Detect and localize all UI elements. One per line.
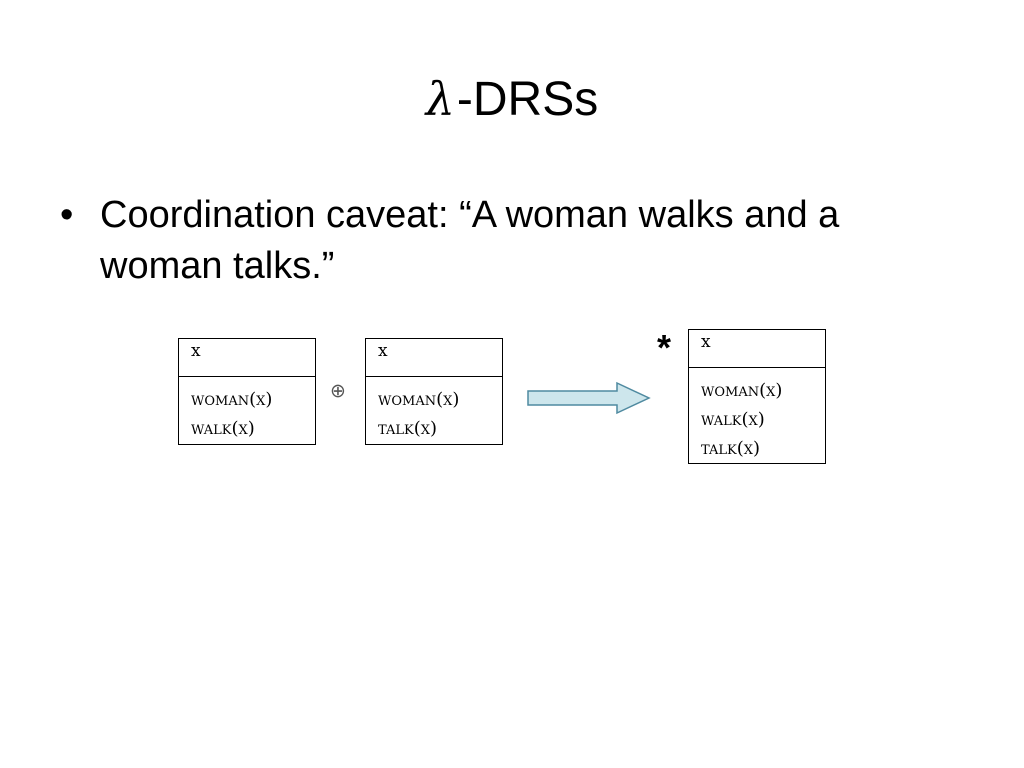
drs-result-conditions: woman(x) walk(x) talk(x): [689, 368, 825, 463]
drs-box-middle: x woman(x) talk(x): [365, 338, 503, 445]
drs-left-condition-2: walk(x): [191, 418, 255, 439]
bullet-marker: •: [60, 194, 74, 236]
drs-result-condition-1: woman(x): [701, 380, 783, 401]
drs-left-referent: x: [179, 339, 315, 377]
arrow-shape: [527, 381, 651, 415]
drs-result-condition-3: talk(x): [701, 438, 760, 459]
drs-box-result: x woman(x) walk(x) talk(x): [688, 329, 826, 464]
drs-left-condition-1: woman(x): [191, 389, 273, 410]
merge-operator: ⊕: [330, 380, 346, 402]
drs-middle-condition-2: talk(x): [378, 418, 437, 439]
title-text: -DRSs: [456, 73, 599, 126]
lambda-symbol: λ: [425, 72, 455, 126]
drs-result-condition-2: walk(x): [701, 409, 765, 430]
drs-result-referent: x: [689, 330, 825, 368]
drs-box-left: x woman(x) walk(x): [178, 338, 316, 445]
drs-middle-condition-1: woman(x): [378, 389, 460, 410]
drs-left-conditions: woman(x) walk(x): [179, 377, 315, 443]
drs-middle-referent: x: [366, 339, 502, 377]
slide-title: λ-DRSs: [0, 64, 1024, 135]
drs-middle-conditions: woman(x) talk(x): [366, 377, 502, 443]
right-arrow-icon: [527, 381, 651, 415]
ungrammatical-mark: *: [657, 327, 672, 368]
bullet-text: Coordination caveat: “A woman walks and …: [100, 194, 840, 287]
